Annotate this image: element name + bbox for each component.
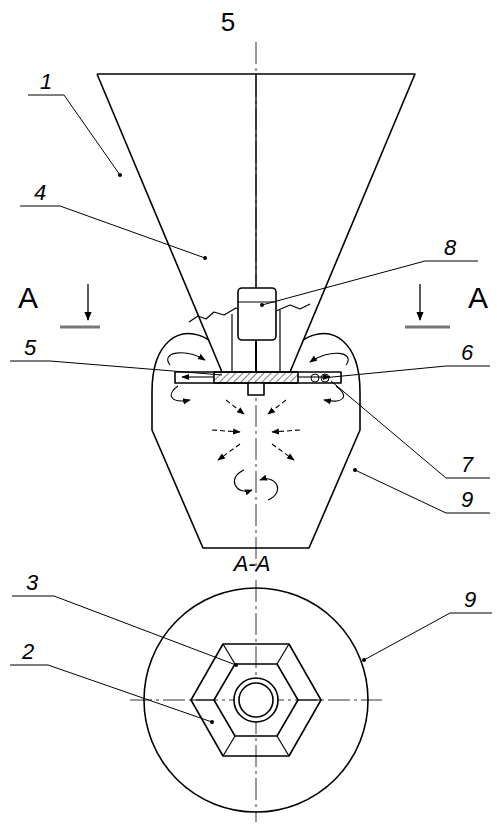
motor-section [234,678,278,722]
section-letter: A [18,283,38,313]
hopper [97,74,415,372]
section-mark [60,326,100,329]
blade [311,374,319,382]
section-arrow [87,284,88,320]
section-arrow [419,284,420,320]
hopper-edges [191,644,321,756]
hopper-section [191,644,321,756]
motor [238,288,276,340]
shaft [255,340,257,372]
callout-number: 7 [461,454,473,476]
flow-arrows [168,353,348,500]
section-title: A-A [234,553,271,575]
callout-number: 5 [24,337,36,359]
section-letter: A [468,283,488,313]
callout-number: 3 [26,572,38,594]
leader-lines [10,95,492,722]
motor-section [239,683,273,717]
housing [152,333,360,548]
leader-dots [118,173,366,724]
callout-number: 1 [40,71,52,93]
callout-number: 4 [34,182,46,204]
inner-tube [279,310,280,372]
hopper-seam [255,74,256,292]
nut [248,383,264,395]
section-mark [405,326,450,329]
callout-number: 9 [464,589,476,611]
callout-number: 6 [461,342,473,364]
callout-number: 9 [461,489,473,511]
callout-number: 2 [22,641,34,663]
inner-tube [231,314,232,372]
hub [214,372,298,383]
sheet-number: 5 [221,9,235,35]
tube-section [214,664,298,736]
callout-number: 8 [444,237,456,259]
